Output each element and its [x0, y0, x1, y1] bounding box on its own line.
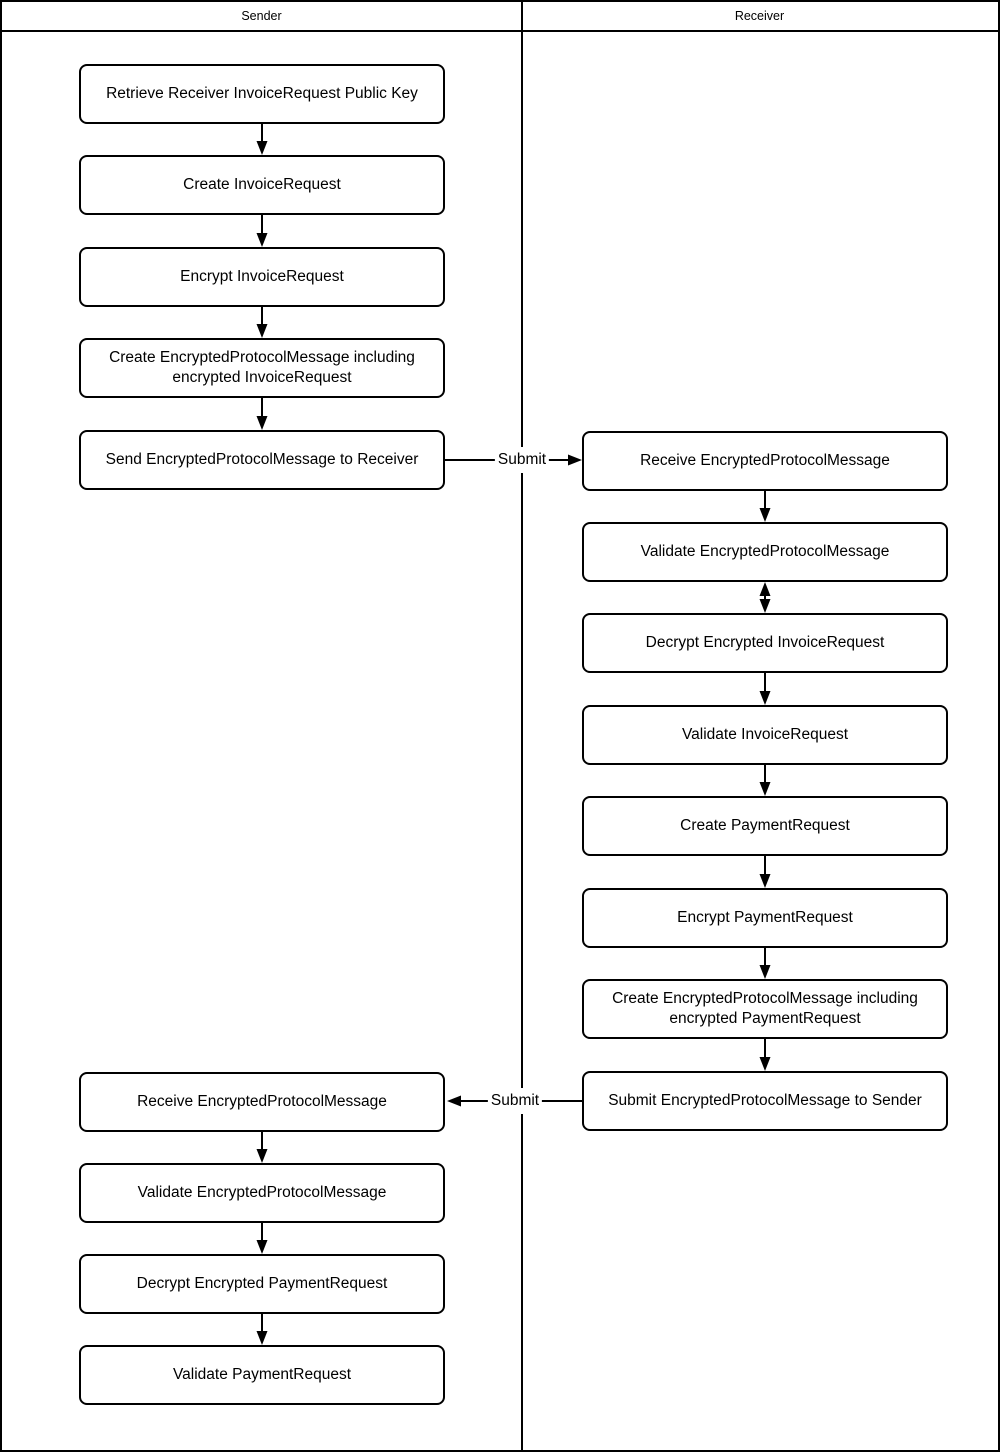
- step-receive-encryptedprotocolmessage: Receive EncryptedProtocolMessage: [79, 1072, 445, 1132]
- step-validate-encryptedprotocolmessage: Validate EncryptedProtocolMessage: [79, 1163, 445, 1223]
- step-label: Validate PaymentRequest: [172, 1366, 352, 1383]
- lane-header-row: Sender Receiver: [2, 2, 998, 32]
- step-encrypt-invoicerequest: Encrypt InvoiceRequest: [79, 247, 445, 307]
- step-label: Decrypt Encrypted PaymentRequest: [136, 1275, 388, 1292]
- step-label: Validate InvoiceRequest: [681, 726, 848, 743]
- step-label: Receive EncryptedProtocolMessage: [640, 452, 890, 469]
- step-label: Receive EncryptedProtocolMessage: [137, 1093, 387, 1110]
- step-decrypt-encrypted-paymentrequest: Decrypt Encrypted PaymentRequest: [79, 1254, 445, 1314]
- step-label: Create PaymentRequest: [680, 817, 850, 834]
- step-label: Validate EncryptedProtocolMessage: [137, 1184, 387, 1201]
- step-send-encryptedprotocolmessage-to-receiver: Send EncryptedProtocolMessage to Receive…: [79, 430, 445, 490]
- step-label: Retrieve Receiver InvoiceRequest Public …: [106, 85, 418, 102]
- step-label: Create EncryptedProtocolMessage includin…: [612, 990, 918, 1027]
- step-create-encryptedprotocolmessage-including-encrypted-invoicerequest: Create EncryptedProtocolMessage includin…: [79, 338, 445, 398]
- step-label: Submit EncryptedProtocolMessage to Sende…: [608, 1092, 922, 1109]
- submit-arrow-label-to-receiver: Submit: [494, 447, 550, 473]
- step-receive-encryptedprotocolmessage: Receive EncryptedProtocolMessage: [582, 431, 948, 491]
- step-label: Send EncryptedProtocolMessage to Receive…: [105, 451, 419, 468]
- lane-header-sender: Sender: [241, 9, 282, 23]
- submit-arrow-label-to-sender: Submit: [487, 1088, 543, 1114]
- step-create-encryptedprotocolmessage-including-encrypted-paymentrequest: Create EncryptedProtocolMessage includin…: [582, 979, 948, 1039]
- step-label: Create InvoiceRequest: [183, 176, 341, 193]
- step-label: Encrypt PaymentRequest: [677, 909, 853, 926]
- step-submit-encryptedprotocolmessage-to-sender: Submit EncryptedProtocolMessage to Sende…: [582, 1071, 948, 1131]
- lane-header-receiver: Receiver: [734, 9, 785, 23]
- step-retrieve-receiver-invoicerequest-public-key: Retrieve Receiver InvoiceRequest Public …: [79, 64, 445, 124]
- step-encrypt-paymentrequest: Encrypt PaymentRequest: [582, 888, 948, 948]
- step-label: Encrypt InvoiceRequest: [180, 268, 344, 285]
- step-create-invoicerequest: Create InvoiceRequest: [79, 155, 445, 215]
- step-create-paymentrequest: Create PaymentRequest: [582, 796, 948, 856]
- step-label: Create EncryptedProtocolMessage includin…: [109, 349, 415, 386]
- lane-divider: [521, 2, 523, 1450]
- step-label: Validate EncryptedProtocolMessage: [640, 543, 890, 560]
- step-validate-encryptedprotocolmessage: Validate EncryptedProtocolMessage: [582, 522, 948, 582]
- step-validate-invoicerequest: Validate InvoiceRequest: [582, 705, 948, 765]
- step-decrypt-encrypted-invoicerequest: Decrypt Encrypted InvoiceRequest: [582, 613, 948, 673]
- step-validate-paymentrequest: Validate PaymentRequest: [79, 1345, 445, 1405]
- step-label: Decrypt Encrypted InvoiceRequest: [645, 634, 885, 651]
